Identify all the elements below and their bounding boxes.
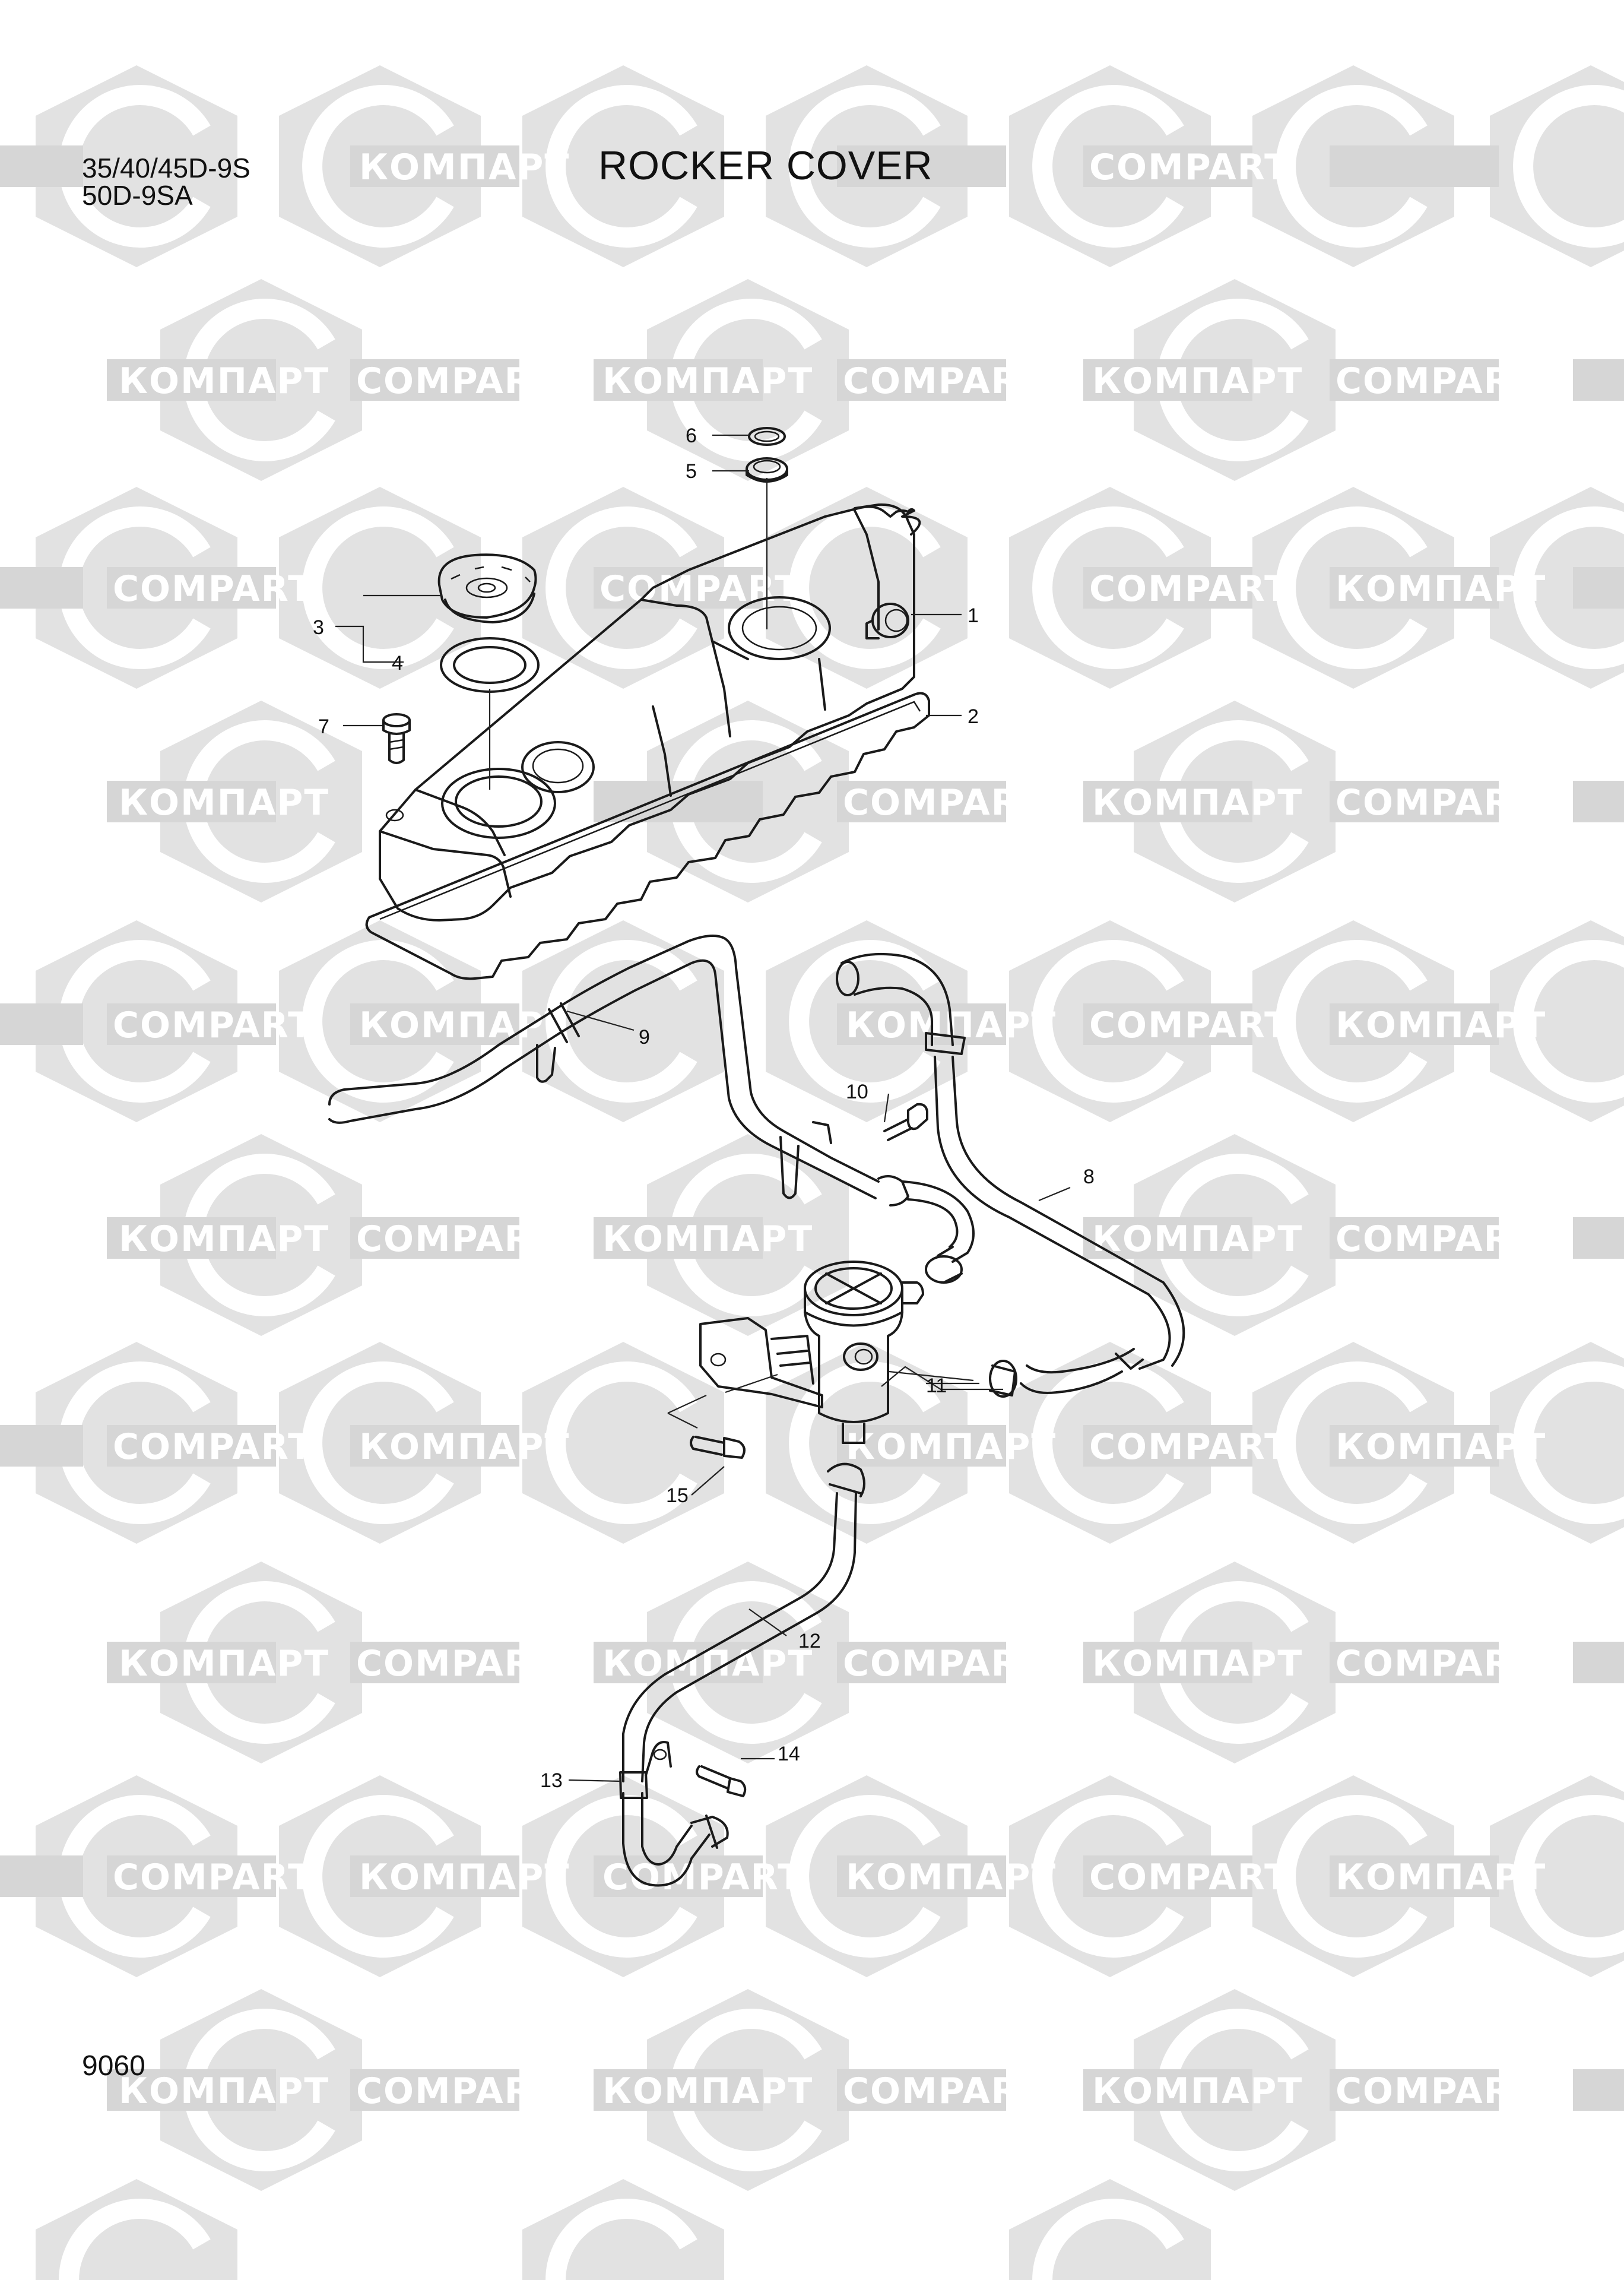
watermark-label: КОМПАРТ bbox=[1092, 2070, 1303, 2112]
watermark-label: КОМПАРТ bbox=[1336, 568, 1546, 610]
callout-2: 2 bbox=[968, 705, 979, 728]
watermark-label: COMPART bbox=[356, 2070, 557, 2112]
watermark-label: COMPART bbox=[113, 1005, 313, 1046]
watermark-label: КОМПАРТ bbox=[1336, 1426, 1546, 1468]
watermark-label: COMPART bbox=[113, 1426, 313, 1468]
part-15-bolt bbox=[690, 1436, 746, 1459]
watermark-label: КОМПАРТ bbox=[119, 360, 329, 402]
watermark-label: COMPART bbox=[1336, 360, 1536, 402]
watermark-label: КОМПАРТ bbox=[359, 147, 570, 188]
part-6-o-ring bbox=[748, 427, 786, 446]
watermark-label: КОМПАРТ bbox=[1092, 1218, 1303, 1260]
watermark-label: COMPART bbox=[1336, 2070, 1536, 2112]
part-7-bolt bbox=[382, 713, 411, 764]
callout-10: 10 bbox=[846, 1081, 868, 1103]
watermark-label: КОМПАРТ bbox=[359, 1426, 570, 1468]
watermark-label: COMPART bbox=[843, 360, 1043, 402]
part-9-breather-pipe bbox=[328, 935, 975, 1284]
watermark-label: COMPART bbox=[356, 1218, 557, 1260]
callout-9: 9 bbox=[639, 1026, 650, 1049]
leader-lines bbox=[335, 434, 1071, 1782]
model-list-line-2: 50D-9SA bbox=[82, 180, 193, 211]
part-14-bolt bbox=[696, 1765, 747, 1797]
callout-5: 5 bbox=[686, 460, 697, 483]
watermark-label: COMPART bbox=[1336, 782, 1536, 824]
watermark-label: КОМПАРТ bbox=[602, 2070, 813, 2112]
callout-3: 3 bbox=[313, 616, 324, 639]
watermark-label: COMPART bbox=[843, 782, 1043, 824]
watermark-label: КОМПАРТ bbox=[1336, 1005, 1546, 1046]
part-12-lower-hose bbox=[622, 1462, 865, 1887]
watermark-label: КОМПАРТ bbox=[1092, 1643, 1303, 1684]
callout-11: 11 bbox=[926, 1375, 947, 1397]
part-13-clamp bbox=[619, 1741, 672, 1799]
model-list-line-1: 35/40/45D-9S bbox=[82, 153, 250, 183]
watermark-label: КОМПАРТ bbox=[359, 1005, 570, 1046]
watermark-label: COMPART bbox=[1089, 1426, 1290, 1468]
watermark-label: COMPART bbox=[356, 1643, 557, 1684]
watermark-label: COMPART bbox=[1336, 1643, 1536, 1684]
watermark-label: COMPART bbox=[113, 568, 313, 610]
callout-4: 4 bbox=[392, 652, 403, 674]
watermark-label: КОМПАРТ bbox=[119, 1643, 329, 1684]
watermark-label: КОМПАРТ bbox=[119, 2070, 329, 2112]
watermark-label: COMPART bbox=[1089, 1005, 1290, 1046]
watermark-label: КОМПАРТ bbox=[359, 1857, 570, 1898]
watermark-label: КОМПАРТ bbox=[602, 1218, 813, 1260]
watermark-label: КОМПАРТ bbox=[846, 1426, 1057, 1468]
callout-13: 13 bbox=[540, 1769, 563, 1792]
watermark-label: КОМПАРТ bbox=[846, 1857, 1057, 1898]
callout-7: 7 bbox=[318, 715, 329, 738]
part-10-bolt bbox=[883, 1103, 928, 1141]
watermark-label: COMPART bbox=[843, 1643, 1043, 1684]
watermark-label: COMPART bbox=[1336, 1218, 1536, 1260]
part-4-filler-seal bbox=[440, 637, 540, 693]
page-title: ROCKER COVER bbox=[598, 143, 933, 188]
callout-6: 6 bbox=[686, 425, 697, 447]
watermark-label: КОМПАРТ bbox=[1336, 1857, 1546, 1898]
watermark-label: COMPART bbox=[113, 1857, 313, 1898]
watermark-label: КОМПАРТ bbox=[1092, 360, 1303, 402]
watermark-label: COMPART bbox=[1089, 147, 1290, 188]
watermark-label: КОМПАРТ bbox=[119, 782, 329, 824]
watermark-label: COMPART bbox=[1089, 568, 1290, 610]
callout-14: 14 bbox=[778, 1743, 800, 1765]
part-2-gasket bbox=[365, 692, 930, 980]
part-1-rocker-cover bbox=[379, 503, 921, 922]
callout-15: 15 bbox=[666, 1484, 689, 1507]
callout-12: 12 bbox=[798, 1630, 821, 1652]
part-8-breather-hose bbox=[836, 952, 1185, 1398]
part-3-oil-filler-cap bbox=[437, 553, 537, 623]
callout-labels: 6 5 1 2 3 4 7 9 10 8 11 15 12 13 14 bbox=[313, 425, 1095, 1792]
watermark-label: КОМПАРТ bbox=[119, 1218, 329, 1260]
watermark-label: COMPART bbox=[600, 568, 800, 610]
watermark-label: КОМПАРТ bbox=[1092, 782, 1303, 824]
page-number: 9060 bbox=[82, 2050, 145, 2082]
callout-8: 8 bbox=[1083, 1166, 1095, 1188]
watermark-label: КОМПАРТ bbox=[602, 360, 813, 402]
watermark-label: COMPART bbox=[843, 2070, 1043, 2112]
part-11-oil-separator bbox=[699, 1261, 924, 1444]
watermark-label: COMPART bbox=[356, 360, 557, 402]
callout-1: 1 bbox=[968, 604, 979, 627]
watermark-label: COMPART bbox=[1089, 1857, 1290, 1898]
